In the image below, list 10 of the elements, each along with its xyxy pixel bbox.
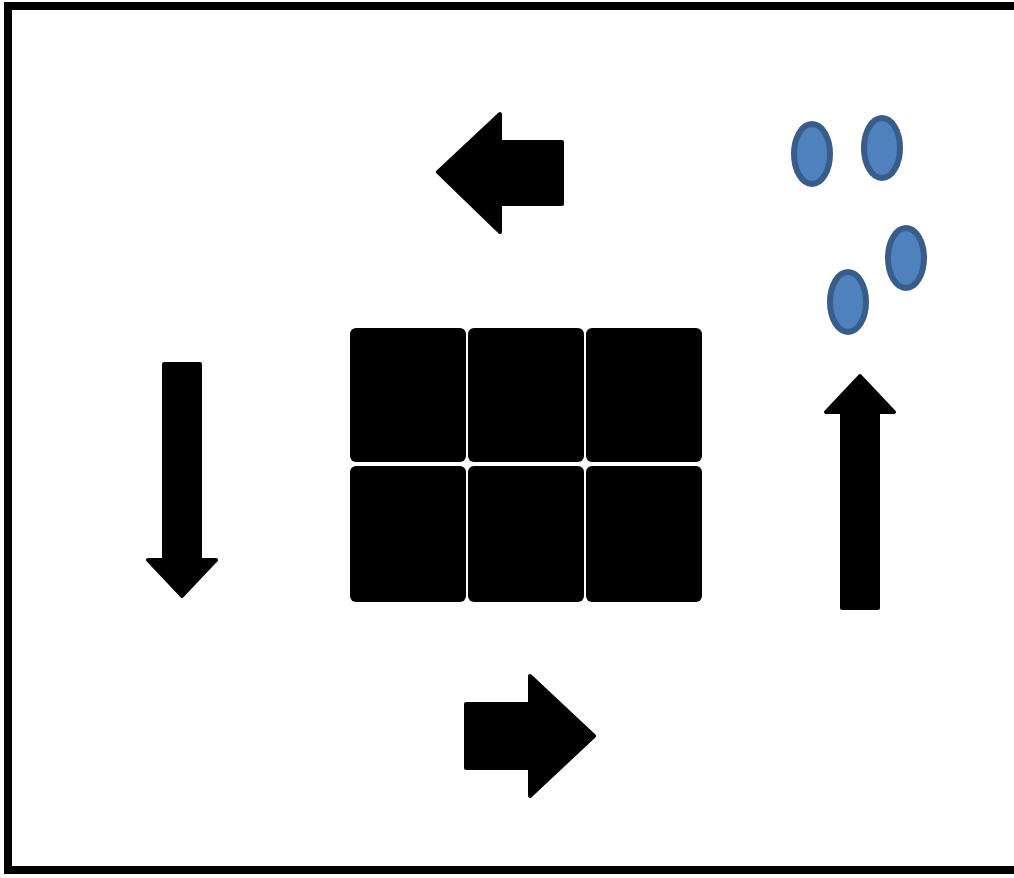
block (350, 466, 466, 602)
block (350, 328, 466, 462)
oval-dot (791, 121, 833, 187)
block (468, 328, 584, 462)
block (468, 466, 584, 602)
oval-dot (827, 269, 869, 335)
block (586, 328, 702, 462)
oval-dot (861, 115, 903, 181)
block (586, 466, 702, 602)
oval-dot (885, 225, 927, 291)
